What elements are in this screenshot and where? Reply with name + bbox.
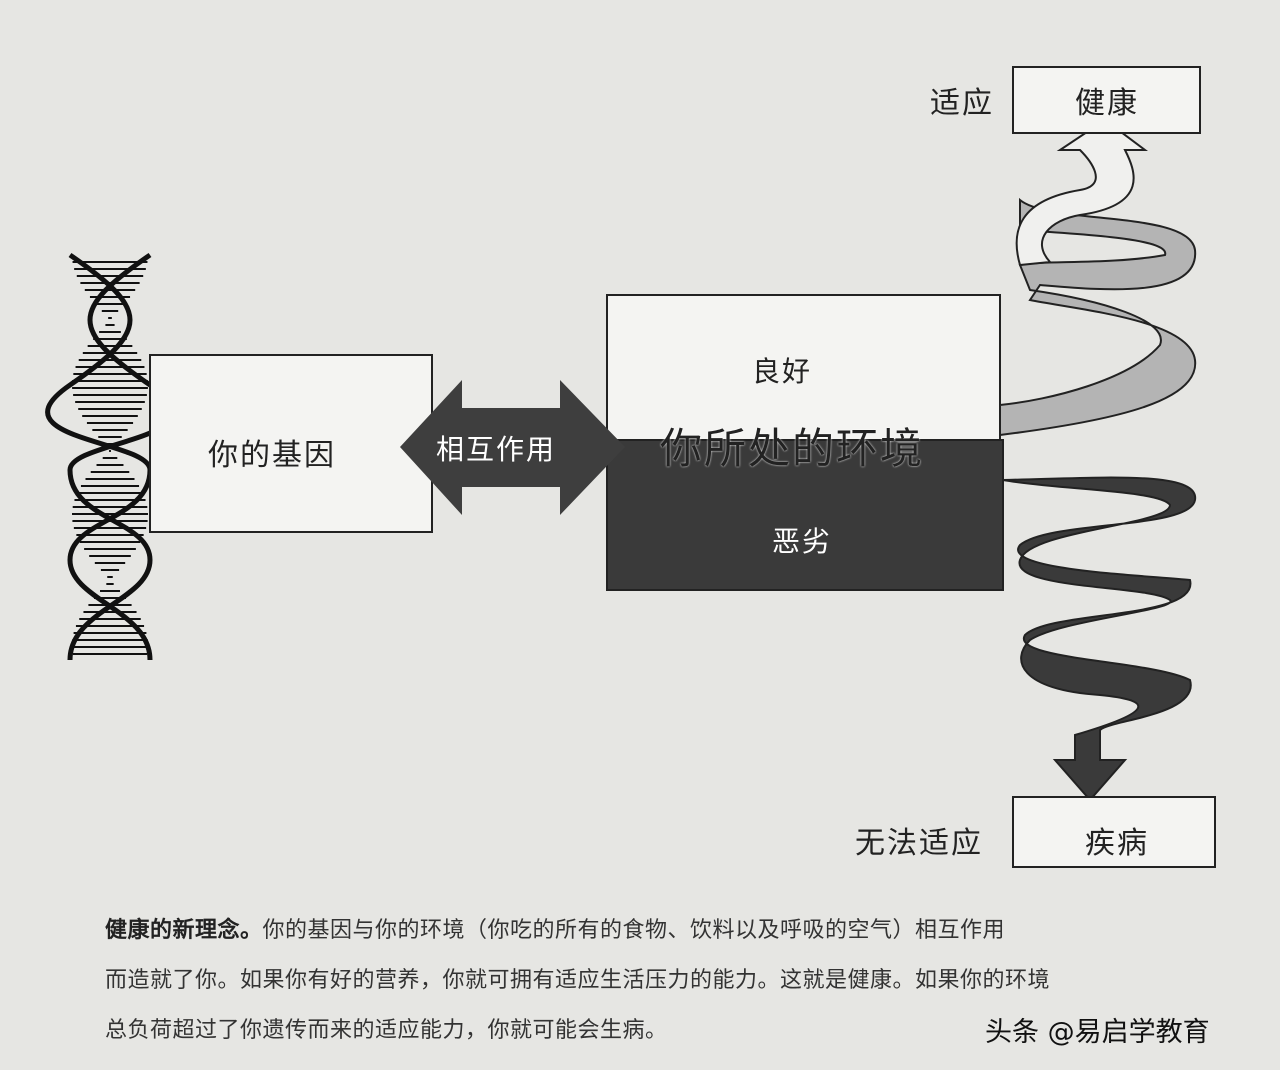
disease-label: 疾病 [1085,826,1149,861]
interaction-label: 相互作用 [436,433,557,466]
adapt-label: 适应 [930,86,994,121]
environment-good-box [606,294,1001,446]
dna-helix-icon [45,252,175,661]
health-box [1012,66,1201,134]
not-adapt-spiral-arrow [1002,445,1197,802]
adapt-spiral-arrow [999,118,1197,437]
environment-bad-box [606,439,1004,591]
caption-line-3: 总负荷超过了你遗传而来的适应能力，你就可能会生病。 [105,1018,668,1043]
watermark: 头条 @易启学教育 [985,1017,1210,1048]
bad-label: 恶劣 [772,525,833,558]
not-adapt-label: 无法适应 [855,826,983,861]
good-label: 良好 [752,355,813,388]
caption-title: 健康的新理念。 [105,918,263,943]
interaction-double-arrow [400,380,625,515]
genes-label: 你的基因 [208,438,336,473]
diagram-graphics [45,66,1216,868]
caption-line-2: 而造就了你。如果你有好的营养，你就可拥有适应生活压力的能力。这就是健康。如果你的… [105,968,1051,993]
caption-text: 你的基因与你的环境（你吃的所有的食物、饮料以及呼吸的空气）相互作用 [262,918,1006,943]
health-label: 健康 [1075,86,1139,121]
disease-box [1012,796,1216,868]
caption-line-1: 健康的新理念。你的基因与你的环境（你吃的所有的食物、饮料以及呼吸的空气）相互作用 [105,912,1005,944]
genes-box [149,354,433,533]
environment-label: 你所处的环境 [660,424,925,473]
